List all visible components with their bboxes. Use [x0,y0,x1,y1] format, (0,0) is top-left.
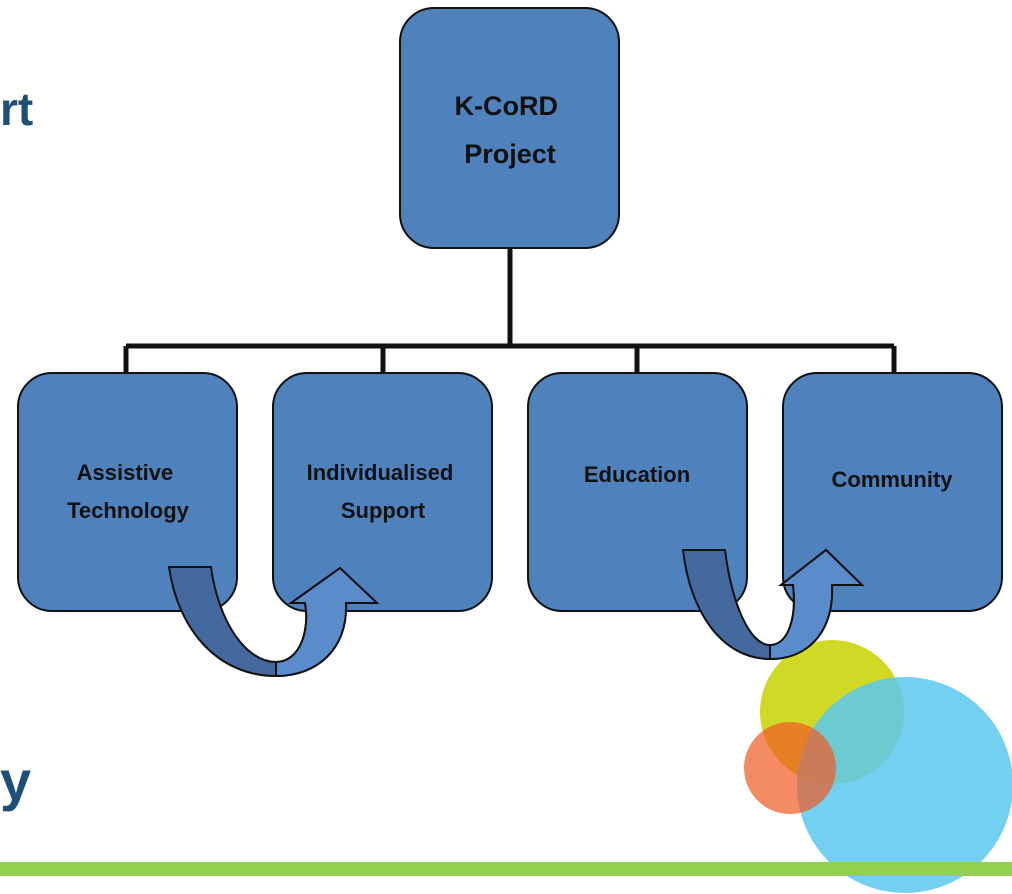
child-label-line-2: Support [341,498,426,523]
child-label-line-1: Individualised [307,460,454,485]
root-box [399,7,620,249]
root-label-line-2: Project [464,139,556,169]
curved-arrow-edu-to-comm [681,548,865,661]
child-box [17,372,238,612]
svg-text:Assistive Technology: Assistive Technology [67,460,190,523]
circle-blue-decoration [797,677,1012,893]
slide-subtitle-fragment: y [0,749,32,812]
child-label-line-1: Education [584,462,690,487]
child-label-line-1: Community [832,467,954,492]
footer-bar [0,862,1012,876]
svg-text:Community: Community [832,467,954,492]
connector-lines [123,248,897,372]
root-node: K-CoRD Project [399,7,620,249]
child-node-community: Community [782,372,1003,612]
child-label-line-1: Assistive [77,460,174,485]
svg-text:Education: Education [584,462,690,487]
root-label-line-1: K-CoRD [455,91,558,121]
child-box [272,372,493,612]
child-box [782,372,1003,612]
child-node-individualised-support: Individualised Support [272,372,493,612]
curved-arrow-at-to-is [167,566,380,678]
child-node-assistive-technology: Assistive Technology [17,372,238,612]
decorative-circles [744,640,1012,893]
circle-orange-decoration [744,722,836,814]
svg-text:Individualised Support: Individualised Support [307,460,460,523]
svg-text:K-CoRD Project: K-CoRD Project [455,91,566,169]
child-label-line-2: Technology [67,498,190,523]
slide-title-fragment: rt [0,83,34,135]
